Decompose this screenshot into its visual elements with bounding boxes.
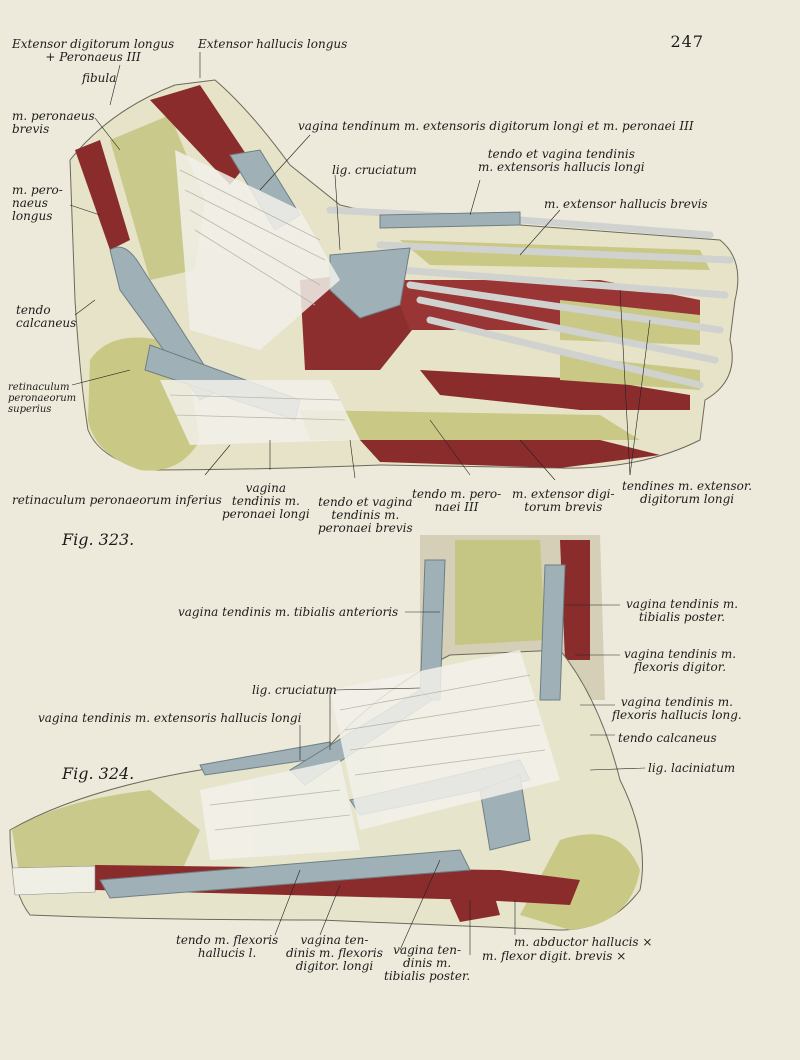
label-vagina-extensoris-hallucis: vagina tendinis m. extensoris hallucis l…: [38, 711, 302, 725]
fig323-caption: Fig. 323.: [62, 530, 135, 549]
label-retinaculum-superius: retinaculum peronaeorum superius: [8, 382, 77, 415]
label-flexor-digitorum-brevis: m. flexor digit. brevis ×: [482, 949, 627, 963]
label-vagina-tibialis-poster: vagina ten- dinis m. tibialis poster.: [384, 943, 471, 983]
label-vagina-tibialis-posterior: vagina tendinis m. tibialis poster.: [626, 597, 739, 624]
label-peronaeus-longus: m. pero- naeus longus: [12, 183, 63, 223]
label-tendo-calcaneus-324: tendo calcaneus: [618, 731, 717, 745]
label-vagina-flexoris-digitorum: vagina tendinis m. flexoris digitor.: [624, 647, 737, 674]
page-number: 247: [670, 32, 704, 51]
fig323-illustration: [69, 79, 739, 471]
label-fibula: fibula: [82, 71, 117, 85]
label-vagina-flexoris-hallucis: vagina tendinis m. flexoris hallucis lon…: [612, 695, 742, 722]
label-tendines-extensor-digitorum: tendines m. extensor. digitorum longi: [622, 479, 753, 506]
fig323-leader-lines: [69, 52, 651, 481]
fig324-illustration: [9, 535, 643, 931]
label-lig-cruciatum-324: lig. cruciatum: [252, 683, 337, 697]
label-lig-cruciatum-323: lig. cruciatum: [332, 163, 417, 177]
label-extensor-digitorum-longus: Extensor digitorum longus + Peronaeus II…: [12, 37, 175, 64]
label-tendo-flexoris-hallucis: tendo m. flexoris hallucis l.: [176, 933, 279, 960]
label-vagina-flexoris-digitorum-longi: vagina ten- dinis m. flexoris digitor. l…: [286, 933, 383, 973]
label-abductor-hallucis: m. abductor hallucis ×: [514, 935, 653, 949]
label-vagina-tibialis-anterioris: vagina tendinis m. tibialis anterioris: [178, 605, 399, 619]
label-tendo-peronaei-III: tendo m. pero- naei III: [412, 487, 502, 514]
label-vagina-peronaei-longi: vagina tendinis m. peronaei longi: [222, 481, 310, 521]
label-tendo-vagina-hallucis: tendo et vagina tendinis m. extensoris h…: [478, 147, 645, 174]
fig324-caption: Fig. 324.: [62, 764, 135, 783]
label-peronaeus-brevis: m. peronaeus brevis: [12, 109, 95, 136]
label-vagina-extensor-digitorum: vagina tendinum m. extensoris digitorum …: [298, 119, 694, 133]
label-lig-laciniatum: lig. laciniatum: [648, 761, 736, 775]
label-tendo-calcaneus-323: tendo calcaneus: [16, 303, 77, 330]
label-retinaculum-inferius: retinaculum peronaeorum inferius: [12, 493, 222, 507]
label-tendo-vagina-peronaei-brevis: tendo et vagina tendinis m. peronaei bre…: [318, 495, 413, 535]
label-extensor-digitorum-brevis: m. extensor digi- torum brevis: [512, 487, 615, 514]
label-extensor-hallucis-brevis: m. extensor hallucis brevis: [544, 197, 708, 211]
label-extensor-hallucis-longus: Extensor hallucis longus: [198, 37, 348, 51]
fig324-leader-lines: [274, 604, 646, 955]
